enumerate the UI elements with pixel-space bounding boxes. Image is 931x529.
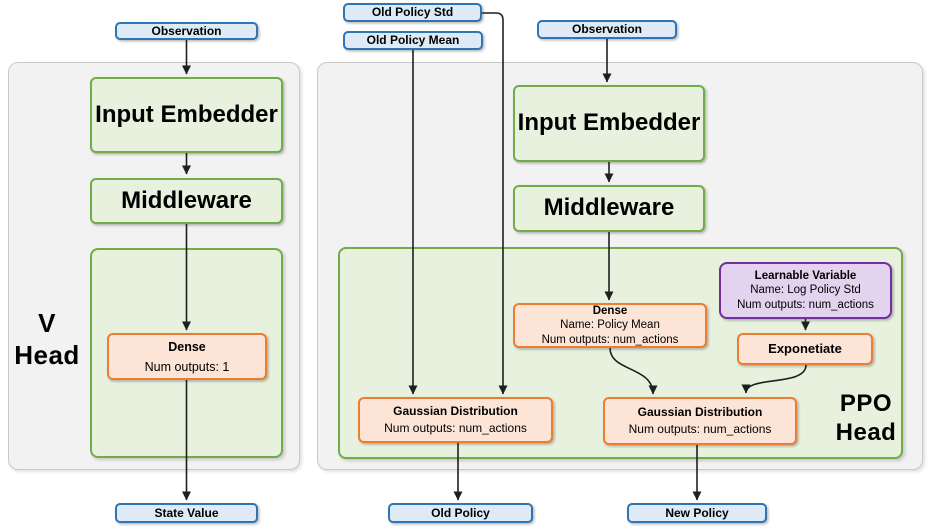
node-label: Input Embedder — [517, 109, 701, 137]
gaussian-distribution-old-node: Gaussian Distribution Num outputs: num_a… — [358, 397, 553, 443]
learnable-variable-node: Learnable Variable Name: Log Policy Std … — [719, 262, 892, 319]
input-embedder-node-ppo: Input Embedder — [513, 85, 705, 162]
node-name: Name: Policy Mean — [560, 319, 660, 332]
v-head-label-line2: Head — [14, 339, 80, 370]
node-label: Exponetiate — [768, 341, 842, 357]
node-label: Input Embedder — [95, 100, 278, 128]
node-subtitle: Num outputs: num_actions — [384, 421, 527, 435]
node-label: Observation — [571, 22, 643, 37]
ppo-head-label: PPO Head — [816, 389, 916, 448]
node-label: Old Policy — [431, 505, 490, 520]
v-head-label: V Head — [8, 308, 86, 371]
gaussian-distribution-new-node: Gaussian Distribution Num outputs: num_a… — [603, 397, 797, 445]
middleware-node-ppo: Middleware — [513, 185, 705, 232]
middleware-node-v: Middleware — [90, 178, 283, 224]
exponetiate-node: Exponetiate — [737, 333, 873, 365]
v-head-label-line1: V — [38, 308, 56, 338]
node-label: Middleware — [543, 194, 675, 222]
old-policy-node: Old Policy — [388, 503, 533, 523]
input-embedder-node-v: Input Embedder — [90, 77, 283, 153]
node-subtitle: Num outputs: 1 — [144, 359, 230, 374]
ppo-head-label-line2: Head — [835, 419, 897, 447]
node-subtitle: Num outputs: num_actions — [737, 298, 874, 311]
new-policy-node: New Policy — [627, 503, 767, 523]
observation-node-right: Observation — [537, 20, 677, 39]
node-subtitle: Num outputs: num_actions — [541, 333, 679, 346]
node-name: Name: Log Policy Std — [750, 284, 861, 297]
node-label: Observation — [151, 23, 222, 38]
dense-node-v: Dense Num outputs: 1 — [107, 333, 267, 380]
node-title: Learnable Variable — [754, 269, 857, 282]
node-label: Old Policy Mean — [366, 33, 460, 48]
node-subtitle: Num outputs: num_actions — [628, 422, 772, 436]
node-label: Old Policy Std — [371, 5, 454, 20]
node-title: Dense — [168, 339, 206, 354]
node-label: Middleware — [121, 186, 252, 214]
observation-node-left: Observation — [115, 22, 258, 40]
node-title: Gaussian Distribution — [393, 403, 518, 418]
node-label: State Value — [154, 505, 219, 520]
node-label: New Policy — [665, 505, 729, 520]
state-value-node: State Value — [115, 503, 258, 523]
old-policy-mean-node: Old Policy Mean — [343, 31, 483, 50]
node-title: Dense — [592, 304, 628, 317]
ppo-head-label-line1: PPO — [839, 390, 893, 417]
old-policy-std-node: Old Policy Std — [343, 3, 482, 22]
node-title: Gaussian Distribution — [637, 404, 763, 419]
dense-policy-mean-node: Dense Name: Policy Mean Num outputs: num… — [513, 303, 707, 348]
